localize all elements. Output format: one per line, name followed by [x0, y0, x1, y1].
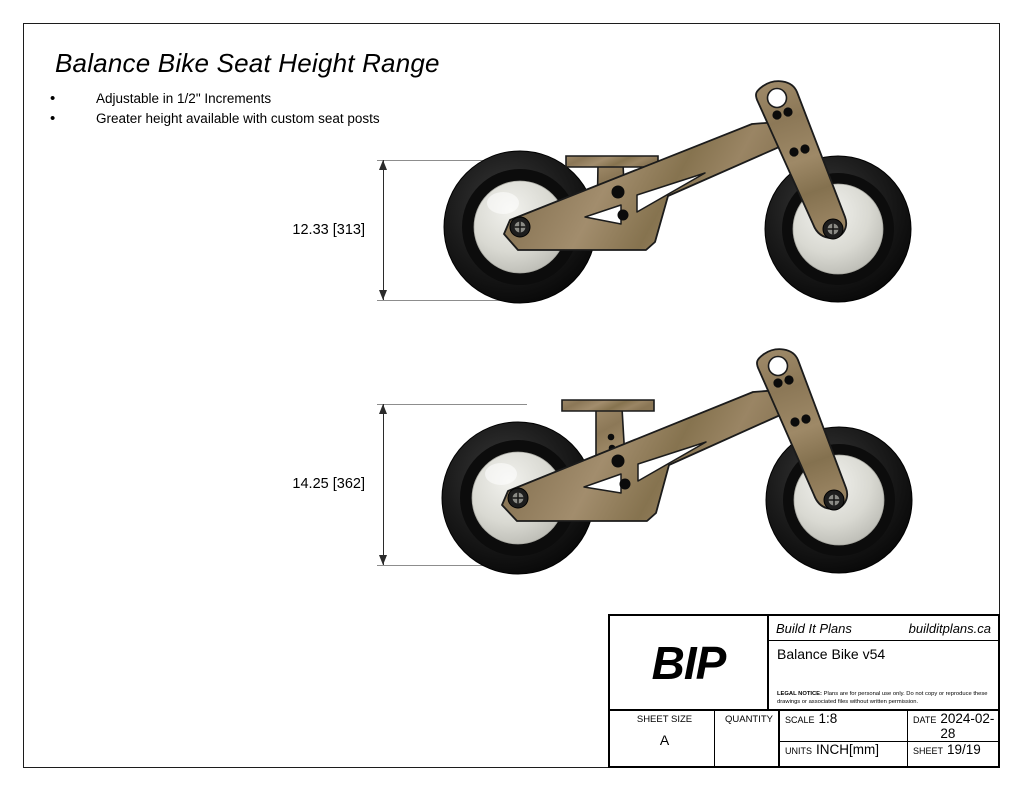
sheet-number-cell: SHEET 19/19	[908, 742, 998, 766]
sheet-label: SHEET	[913, 746, 944, 757]
frame-hole	[617, 209, 629, 221]
list-item: • Greater height available with custom s…	[46, 110, 566, 127]
bullet-icon: •	[50, 90, 56, 107]
title-block-top: BIP Build It Plans builditplans.ca Balan…	[610, 616, 998, 712]
frame-hole	[611, 185, 625, 199]
extension-line-top	[377, 160, 527, 161]
quantity-label: QUANTITY	[724, 714, 774, 726]
spec-row-units-sheet: UNITS INCH[mm] SHEET 19/19	[780, 742, 998, 766]
front-fork	[756, 348, 848, 510]
bullet-icon: •	[50, 110, 56, 127]
sheet-value: 19/19	[947, 742, 981, 758]
legal-notice-text: Plans are for personal use only. Do not …	[777, 691, 988, 705]
feature-bullet-list: • Adjustable in 1/2" Increments • Greate…	[46, 90, 566, 130]
sheet-size-value: A	[659, 732, 670, 749]
list-item-label: Adjustable in 1/2" Increments	[96, 91, 272, 106]
project-name: Balance Bike v54	[777, 646, 886, 662]
front-axle-screw	[509, 216, 531, 238]
scale-cell: SCALE 1:8	[780, 711, 908, 742]
title-block-bottom: SHEET SIZE A QUANTITY SCALE 1:8 DATE 202…	[610, 711, 998, 766]
logo-cell: BIP	[610, 616, 769, 710]
scale-value: 1:8	[818, 711, 838, 727]
balance-bike-low-seat-view	[440, 72, 940, 320]
page-title: Balance Bike Seat Height Range	[55, 48, 440, 78]
date-cell: DATE 2024-02-28	[908, 711, 998, 741]
list-item: • Adjustable in 1/2" Increments	[46, 90, 566, 107]
sheet-size-cell: SHEET SIZE A	[610, 711, 715, 766]
extension-line-bottom	[377, 565, 527, 566]
spec-row-scale-date: SCALE 1:8 DATE 2024-02-28	[780, 711, 998, 743]
rear-axle-screw	[822, 218, 844, 240]
date-value: 2024-02-28	[940, 711, 995, 742]
arrowhead-up-icon	[379, 160, 388, 170]
company-logo: BIP	[651, 636, 727, 689]
bike-frame	[501, 389, 788, 522]
brand-row: Build It Plans builditplans.ca	[769, 616, 998, 641]
extension-line-bottom	[377, 300, 527, 301]
balance-bike-high-seat-view	[440, 342, 940, 592]
arrowhead-up-icon	[379, 404, 388, 414]
bike-frame	[503, 121, 787, 251]
legal-notice-label: LEGAL NOTICE:	[777, 691, 822, 698]
quantity-cell: QUANTITY	[715, 711, 780, 766]
company-name: Build It Plans	[776, 620, 852, 636]
dimension-line	[383, 404, 385, 565]
handlebar-hole	[766, 87, 788, 109]
company-website[interactable]: builditplans.ca	[908, 620, 991, 636]
frame-hole	[611, 454, 625, 468]
frame-hole	[619, 478, 631, 490]
arrowhead-down-icon	[379, 290, 388, 300]
seat	[561, 399, 655, 412]
units-cell: UNITS INCH[mm]	[780, 742, 908, 766]
seat-post-hole	[607, 433, 615, 441]
units-value: INCH[mm]	[816, 742, 879, 758]
title-block-right: Build It Plans builditplans.ca Balance B…	[769, 616, 998, 709]
units-label: UNITS	[785, 746, 812, 757]
rear-axle-screw	[823, 489, 845, 511]
scale-label: SCALE	[785, 715, 815, 726]
handlebar-hole	[767, 355, 789, 377]
extension-line-top	[377, 404, 527, 405]
seat	[565, 155, 659, 168]
list-item-label: Greater height available with custom sea…	[96, 111, 380, 126]
title-block: BIP Build It Plans builditplans.ca Balan…	[608, 614, 1000, 768]
project-cell: Balance Bike v54 LEGAL NOTICE: Plans are…	[769, 641, 998, 709]
dimension-label: 14.25 [362]	[292, 476, 365, 492]
sheet-size-label: SHEET SIZE	[636, 714, 693, 726]
spec-grid: SCALE 1:8 DATE 2024-02-28 UNITS INCH[mm]…	[780, 711, 998, 766]
dimension-line	[383, 160, 385, 300]
date-label: DATE	[913, 715, 937, 726]
legal-notice: LEGAL NOTICE: Plans are for personal use…	[777, 691, 992, 706]
front-axle-screw	[507, 487, 529, 509]
dimension-label: 12.33 [313]	[292, 222, 365, 238]
arrowhead-down-icon	[379, 555, 388, 565]
